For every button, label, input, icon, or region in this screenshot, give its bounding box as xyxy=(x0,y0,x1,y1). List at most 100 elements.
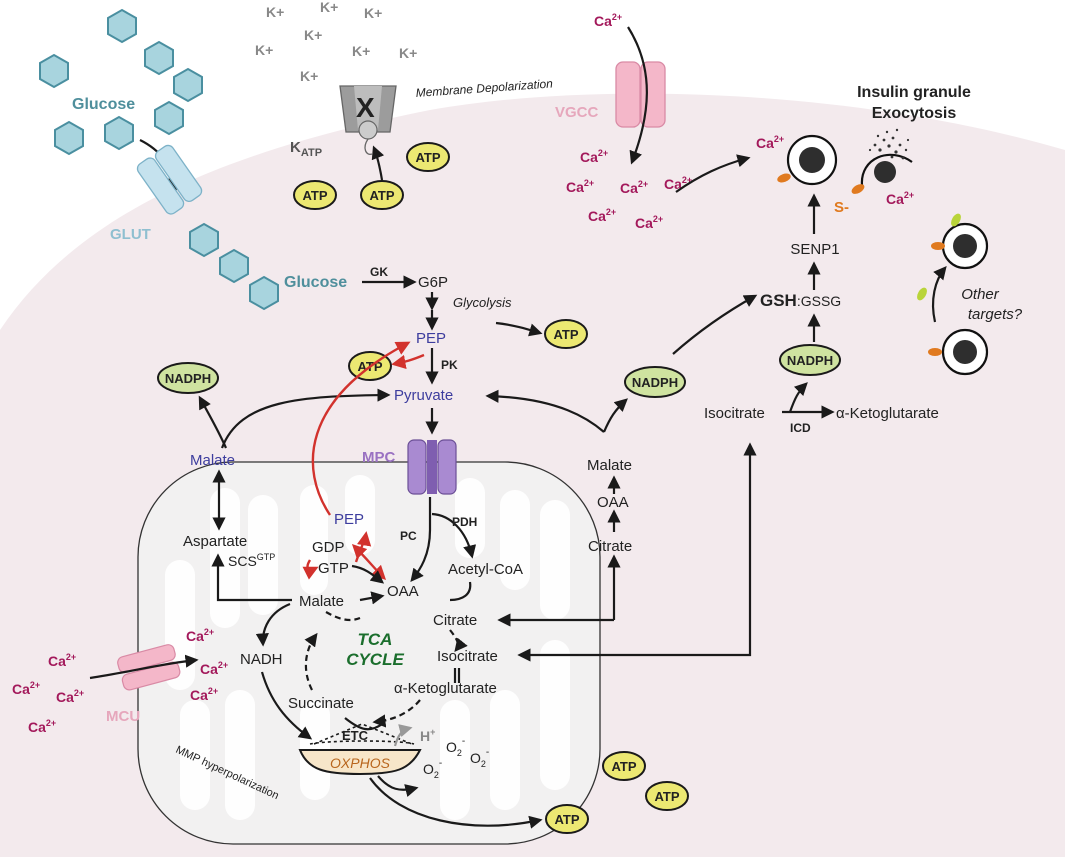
tca-cycle-arrows xyxy=(304,611,468,728)
svg-text:ATP: ATP xyxy=(369,188,394,203)
vgcc-label: VGCC xyxy=(555,104,599,121)
nadph-badge-right: NADPH xyxy=(624,366,686,398)
atp-badge-katp-1: ATP xyxy=(406,142,450,172)
ca-ion-label: Ca2+ xyxy=(886,190,914,207)
other-targets-line-2: targets? xyxy=(968,306,1023,323)
g6p-label: G6P xyxy=(418,274,448,291)
svg-text:ATP: ATP xyxy=(302,188,327,203)
other-targets-line-1: Other xyxy=(961,286,1000,303)
atp-badge-katp-3: ATP xyxy=(360,180,404,210)
k-ion-label: K+ xyxy=(255,42,273,58)
vgcc-channel-icon xyxy=(615,61,666,128)
nadph-badge-left: NADPH xyxy=(157,362,219,394)
nadph-badge-gsh: NADPH xyxy=(779,344,841,376)
glucose-hexagon-icon xyxy=(39,53,69,89)
svg-text:ATP: ATP xyxy=(553,327,578,342)
insulin-exocytosis-title-1: Insulin granule xyxy=(857,84,971,101)
svg-text:ATP: ATP xyxy=(611,759,636,774)
gk-enzyme-label: GK xyxy=(370,265,388,279)
superoxide-label: O2- xyxy=(470,747,489,769)
akg-mito-label: α-Ketoglutarate xyxy=(394,680,497,697)
citrate-mito-label: Citrate xyxy=(433,612,477,629)
superoxide-label: O2- xyxy=(423,758,442,780)
ca-ion-label: Ca2+ xyxy=(190,686,218,703)
katp-closed-x: X xyxy=(356,92,375,123)
icd-enzyme-label: ICD xyxy=(790,421,811,435)
pk-enzyme-label: PK xyxy=(441,358,458,372)
k-ion-label: K+ xyxy=(266,4,284,20)
katp-channel-icon: X xyxy=(339,85,397,155)
isocitrate-cytosol-label: Isocitrate xyxy=(704,405,765,422)
ca-ion-label: Ca2+ xyxy=(664,175,692,192)
potassium-ions: K+ K+ K+ K+ K+ K+ K+ K+ xyxy=(255,0,417,84)
svg-text:NADPH: NADPH xyxy=(787,353,833,368)
pep-mito-label: PEP xyxy=(334,511,364,528)
atp-badge-katp-2: ATP xyxy=(293,180,337,210)
ca-ion-label: Ca2+ xyxy=(12,680,40,697)
ca-ion-label: Ca2+ xyxy=(56,688,84,705)
superoxide-label: O2- xyxy=(446,736,465,758)
svg-text:ATP: ATP xyxy=(654,789,679,804)
svg-text:K+: K+ xyxy=(320,0,338,15)
svg-text:K+: K+ xyxy=(304,27,322,43)
sumo-tag-icon xyxy=(917,287,927,301)
ca-ion-label: Ca2+ xyxy=(594,12,622,29)
svg-text:ATP: ATP xyxy=(554,812,579,827)
mpc-carrier-icon xyxy=(407,439,457,495)
glycolysis-label: Glycolysis xyxy=(453,295,512,310)
ca-ion-label: Ca2+ xyxy=(588,207,616,224)
senp1-label: SENP1 xyxy=(790,241,839,258)
malate-mito-label: Malate xyxy=(299,593,344,610)
glucose-hexagon-icon xyxy=(219,248,249,284)
k-ion-label: K+ xyxy=(399,45,417,61)
glut-transporter-icon xyxy=(136,144,203,215)
isocitrate-mito-label: Isocitrate xyxy=(437,648,498,665)
pyruvate-label: Pyruvate xyxy=(394,387,453,404)
k-ion-label: K+ xyxy=(320,0,338,15)
glucose-hexagon-icon xyxy=(144,40,174,76)
tca-cycle-label-2: CYCLE xyxy=(346,650,404,669)
oxphos-label: OXPHOS xyxy=(330,755,391,771)
mpc-label: MPC xyxy=(362,449,396,466)
pep-cytosol-label: PEP xyxy=(416,330,446,347)
aspartate-label: Aspartate xyxy=(183,533,247,550)
katp-label: KATP xyxy=(290,139,322,159)
succinate-label: Succinate xyxy=(288,695,354,712)
k-ion-label: K+ xyxy=(304,27,322,43)
membrane-depolarization-label: Membrane Depolarization xyxy=(415,76,553,100)
gsh-gssg-label: GSH:GSSG xyxy=(760,291,841,310)
k-ion-label: K+ xyxy=(364,5,382,21)
glut-label: GLUT xyxy=(110,226,151,243)
k-ion-label: K+ xyxy=(300,68,318,84)
citrate-cytosol-label: Citrate xyxy=(588,538,632,555)
oaa-mito-label: OAA xyxy=(387,583,419,600)
svg-text:NADPH: NADPH xyxy=(632,375,678,390)
ca-ion-label: Ca2+ xyxy=(620,179,648,196)
atp-badge-oxphos-3: ATP xyxy=(645,781,689,811)
h-plus-label: H+ xyxy=(420,727,435,744)
scs-label: SCSGTP xyxy=(228,552,275,569)
etc-oxphos-complex: OXPHOS xyxy=(298,723,422,776)
s-minus-label: S- xyxy=(834,199,849,216)
svg-text:K+: K+ xyxy=(266,4,284,20)
ca-ion-label: Ca2+ xyxy=(566,178,594,195)
etc-label: ETC xyxy=(342,728,369,743)
insulin-granule-fusing xyxy=(851,128,913,194)
glucose-inside-label: Glucose xyxy=(284,274,347,291)
ca-ion-label: Ca2+ xyxy=(28,718,56,735)
pdh-enzyme-label: PDH xyxy=(452,515,477,529)
ca-ion-label: Ca2+ xyxy=(48,652,76,669)
svg-text:K+: K+ xyxy=(399,45,417,61)
svg-text:NADPH: NADPH xyxy=(165,371,211,386)
atp-badge-oxphos-2: ATP xyxy=(602,751,646,781)
acetyl-coa-label: Acetyl-CoA xyxy=(448,561,523,578)
glucose-hexagon-icon xyxy=(173,67,203,103)
granule-other-target-1 xyxy=(931,213,989,270)
superoxide-labels: O2- O2- O2- xyxy=(423,736,489,780)
svg-text:K+: K+ xyxy=(300,68,318,84)
tca-cycle-label-1: TCA xyxy=(358,630,393,649)
ca-ion-label: Ca2+ xyxy=(186,627,214,644)
glucose-hexagon-icon xyxy=(107,8,137,44)
svg-text:K+: K+ xyxy=(352,43,370,59)
